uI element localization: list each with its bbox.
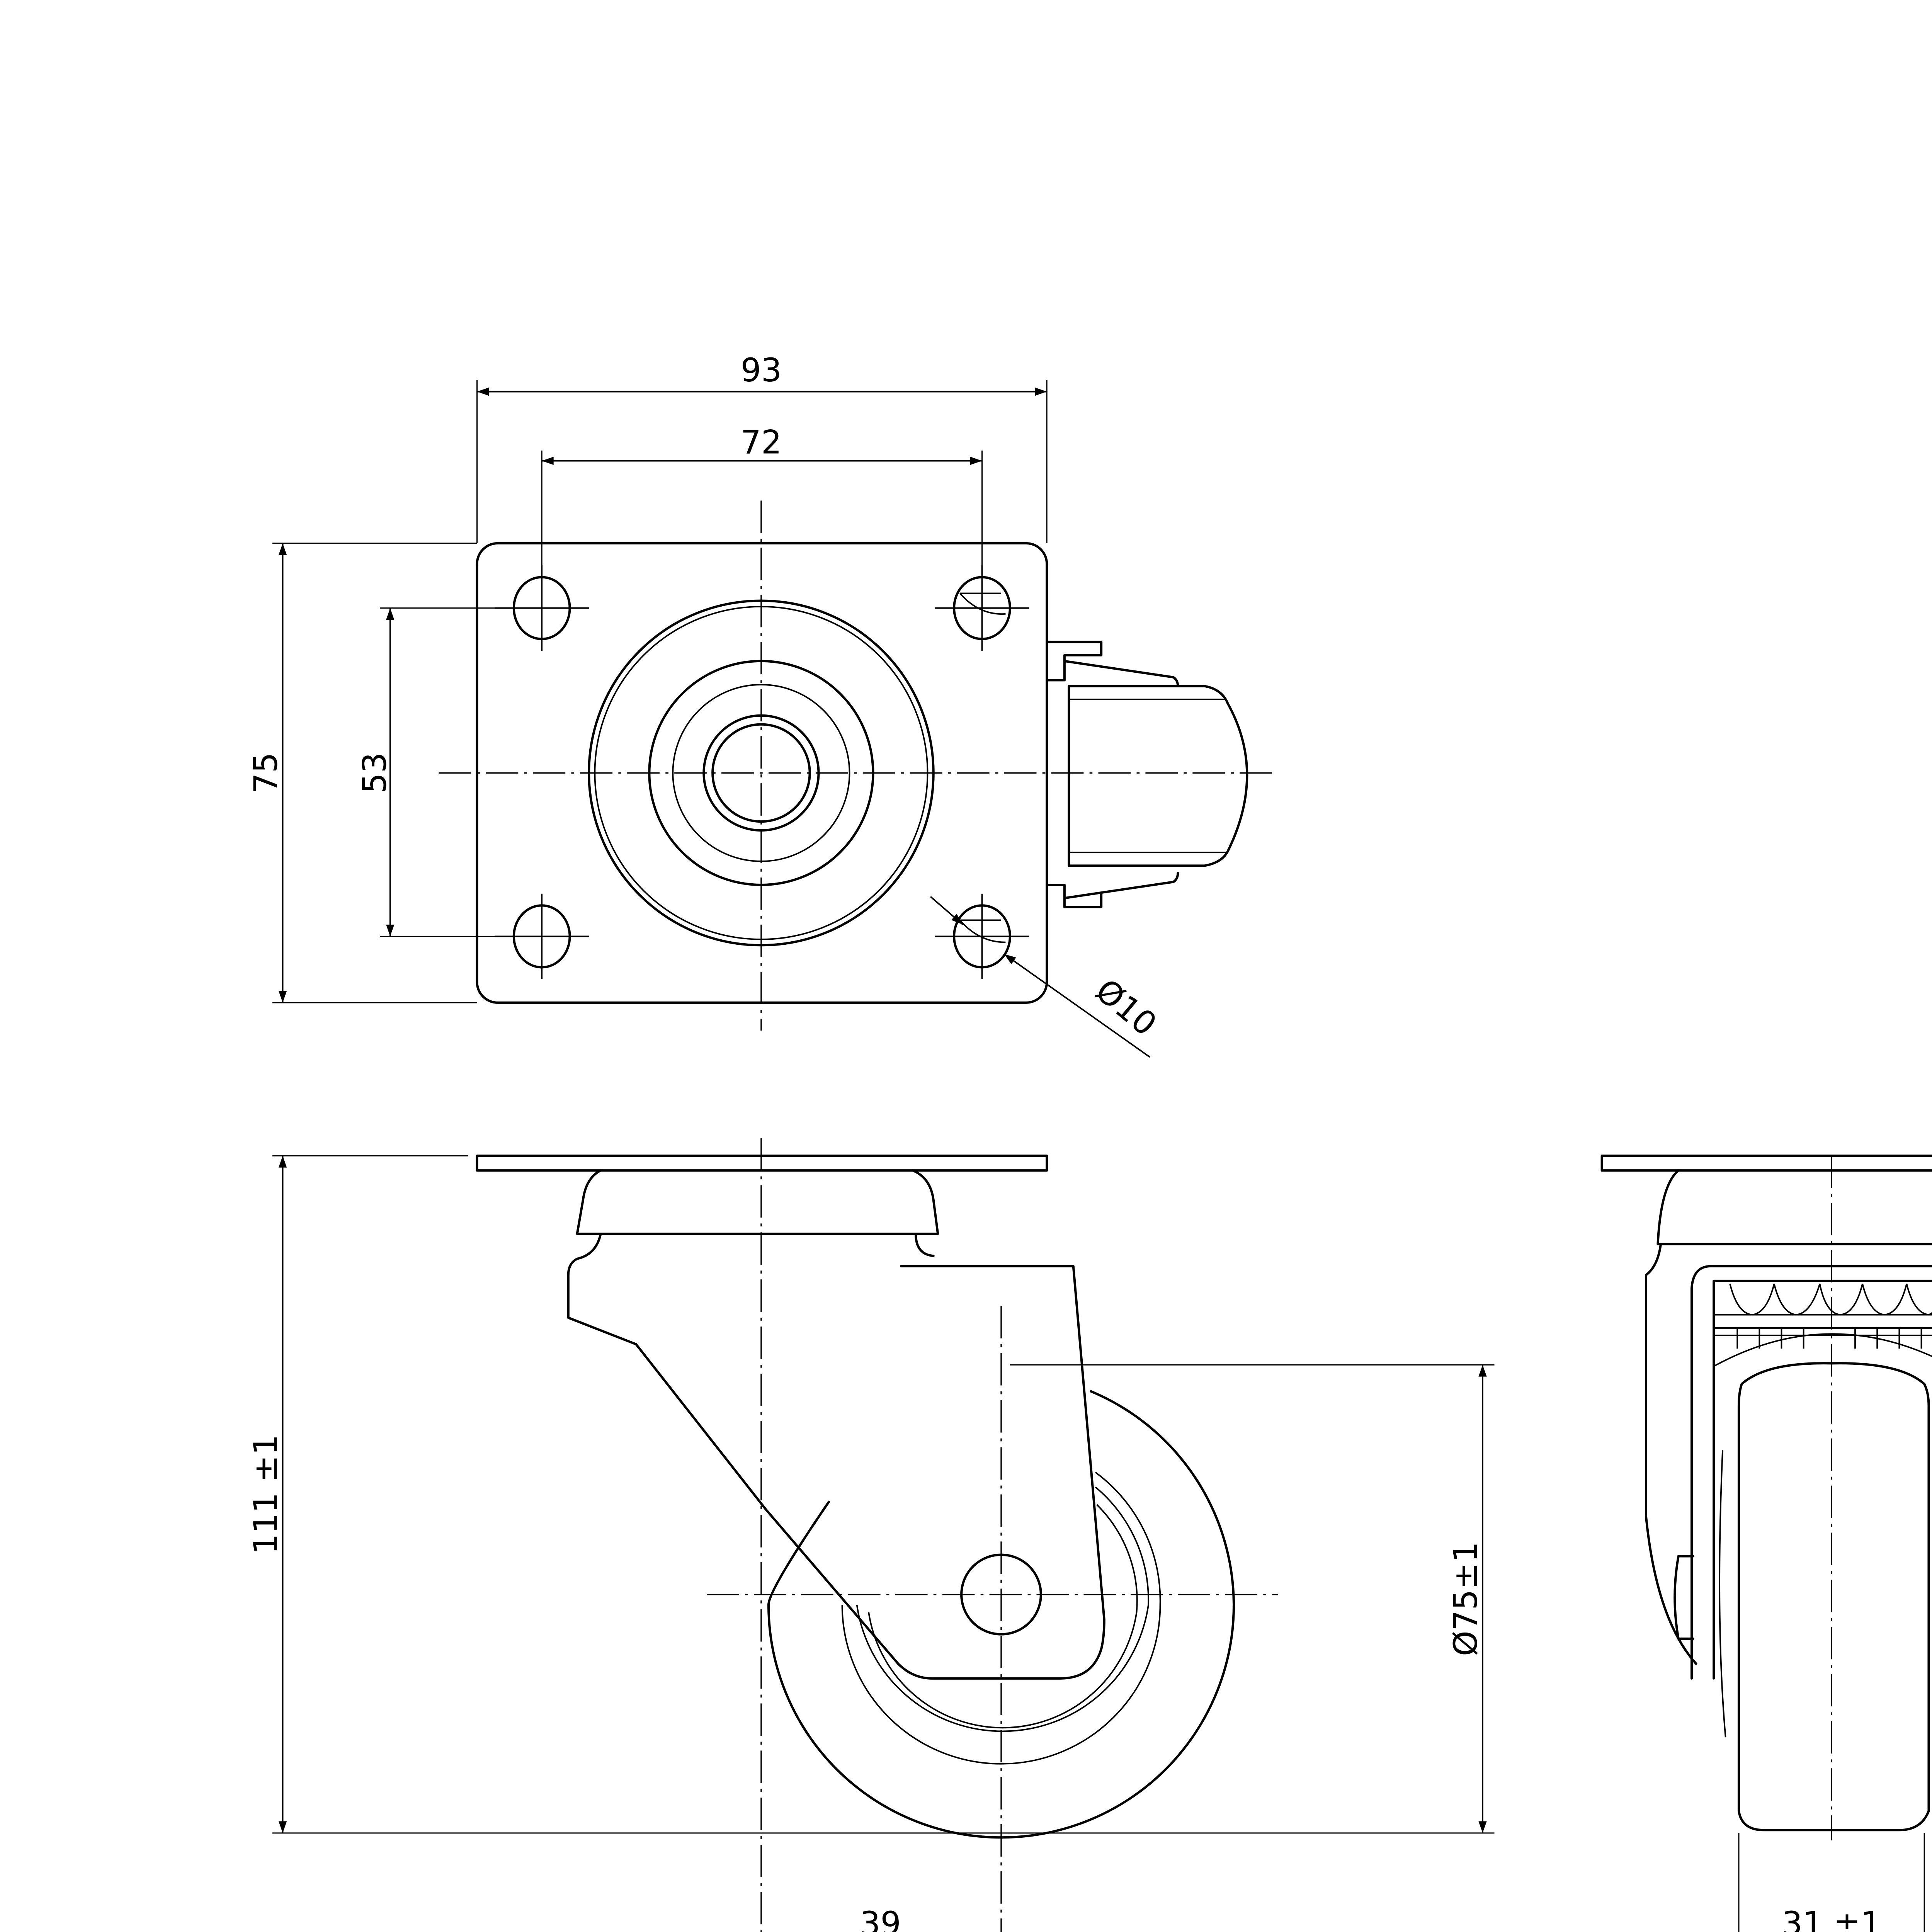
- side-view: 111 ±1 Ø75±1 39: [247, 1138, 1495, 1932]
- dim-offset: 39: [860, 1905, 901, 1932]
- dim-plate-width: 93: [741, 351, 782, 389]
- dim-overall-height: 111 ±1: [247, 1434, 284, 1554]
- side-wheel: [767, 1390, 1235, 1839]
- front-wheel: [1737, 1362, 1930, 1832]
- front-swivel-housing: [1656, 1169, 1932, 1245]
- brake-lever: [1046, 641, 1248, 908]
- axle-nut: [1673, 1555, 1694, 1640]
- top-view: 93 72 75 53 Ø10: [247, 351, 1274, 1058]
- side-fork: [567, 1233, 1105, 1680]
- front-view: 31 ±1: [1600, 1155, 1932, 1932]
- front-top-plate: [1600, 1155, 1932, 1172]
- dim-hole-spacing-x: 72: [741, 423, 782, 461]
- dim-hole-spacing-y: 53: [355, 752, 393, 794]
- side-top-plate: [476, 1155, 1048, 1172]
- mounting-holes: [495, 565, 1029, 979]
- dim-wheel-diameter: Ø75±1: [1447, 1542, 1485, 1656]
- dim-hole-diameter: Ø10: [1088, 971, 1164, 1043]
- brake-teeth: [1713, 1280, 1932, 1367]
- front-fork-outer: [1645, 1243, 1697, 1665]
- side-swivel-housing: [576, 1169, 939, 1235]
- dim-wheel-width: 31 ±1: [1782, 1905, 1881, 1932]
- dim-plate-length: 75: [247, 752, 284, 794]
